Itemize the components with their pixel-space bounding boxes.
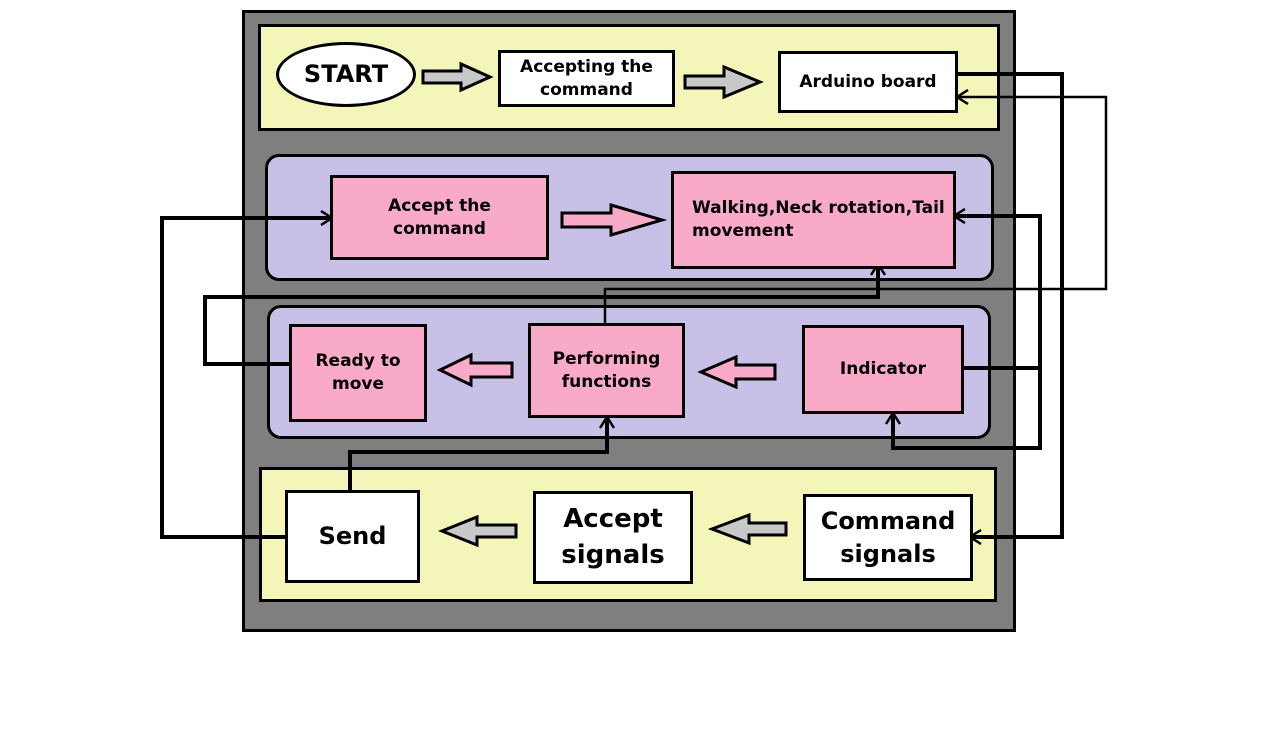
accepting-command-node[interactable]: Accepting the command — [498, 50, 675, 107]
accept-command-node[interactable]: Accept the command — [330, 175, 549, 260]
arduino-board-node[interactable]: Arduino board — [778, 51, 958, 113]
ready-to-move-node[interactable]: Ready to move — [289, 324, 427, 422]
indicator-node[interactable]: Indicator — [802, 325, 964, 414]
start-node[interactable]: START — [276, 42, 416, 107]
command-signals-node[interactable]: Command signals — [803, 494, 973, 581]
performing-functions-node[interactable]: Performing functions — [528, 323, 685, 418]
accept-signals-node[interactable]: Accept signals — [533, 491, 693, 584]
walking-node[interactable]: Walking,Neck rotation,Tail movement — [671, 171, 956, 269]
send-node[interactable]: Send — [285, 490, 420, 583]
